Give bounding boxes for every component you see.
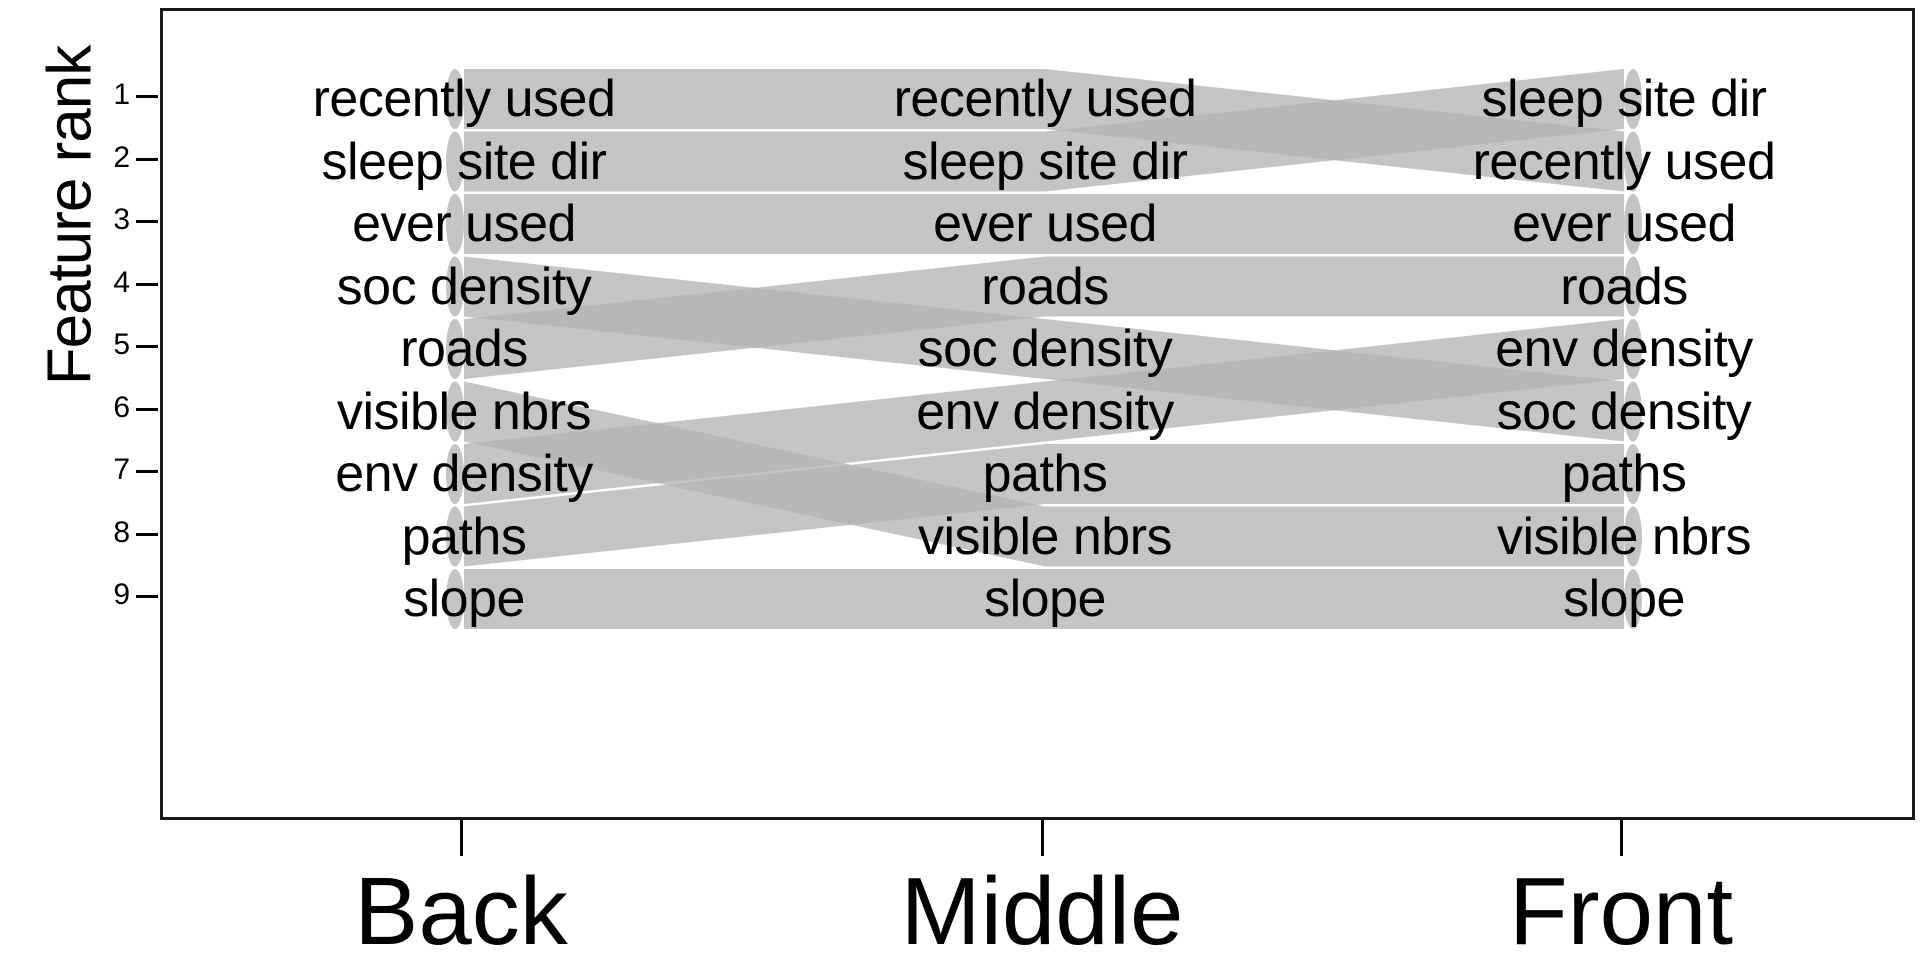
ribbon — [464, 569, 1624, 629]
y-tick-label: 2 — [113, 140, 130, 174]
feature-label: visible nbrs — [1496, 507, 1752, 566]
ribbon-cap — [446, 444, 464, 504]
feature-label: roads — [400, 320, 528, 378]
y-tick-mark — [136, 157, 158, 161]
y-tick-label: 8 — [113, 515, 130, 549]
x-tick-label-middle: Middle — [900, 858, 1184, 965]
feature-label: paths — [982, 445, 1108, 503]
ribbon-cap — [446, 319, 464, 379]
ribbon — [464, 69, 1624, 192]
feature-label: roads — [1560, 257, 1688, 316]
ribbon-cap — [1624, 381, 1642, 442]
ribbon-cap — [446, 194, 464, 254]
feature-label: slope — [403, 570, 525, 628]
ribbon-cap — [446, 569, 464, 629]
y-tick-mark — [136, 470, 158, 473]
feature-label: recently used — [893, 70, 1197, 128]
ribbon-cap — [1624, 444, 1642, 504]
y-tick-mark — [136, 95, 158, 98]
y-tick-label: 4 — [113, 265, 130, 299]
x-tick-label-front: Front — [1508, 858, 1734, 965]
ribbon — [464, 381, 1624, 567]
x-tick-label-back: Back — [354, 858, 568, 965]
ribbon-cap — [446, 381, 464, 442]
ribbon — [464, 194, 1624, 254]
feature-label: sleep site dir — [1481, 70, 1767, 128]
x-tick-mark — [1041, 820, 1044, 856]
feature-label: ever used — [933, 195, 1157, 253]
ribbon-cap — [1624, 319, 1642, 379]
ribbon-cap — [446, 69, 464, 129]
feature-label: soc density — [336, 257, 592, 316]
feature-label: soc density — [917, 320, 1173, 378]
y-tick-mark — [136, 532, 158, 536]
y-tick-mark — [136, 282, 158, 286]
y-tick-label: 5 — [113, 328, 130, 361]
y-tick-mark — [136, 220, 158, 223]
ribbon-cap — [446, 506, 464, 567]
ribbon-cap — [1624, 131, 1642, 192]
feature-label: visible nbrs — [917, 507, 1173, 566]
feature-label: slope — [984, 570, 1106, 628]
ribbon — [464, 319, 1624, 504]
ribbon-cap — [1624, 194, 1642, 254]
y-tick-label: 9 — [113, 578, 130, 611]
feature-label: sleep site dir — [902, 132, 1188, 191]
feature-label: ever used — [1512, 195, 1736, 253]
ribbon-cap — [1624, 506, 1642, 567]
ribbon — [464, 256, 1624, 379]
ribbon-cap — [1624, 569, 1642, 629]
y-tick-label: 1 — [113, 78, 130, 111]
ribbon — [464, 444, 1624, 567]
ribbon — [464, 69, 1624, 192]
y-tick-label: 6 — [113, 390, 130, 424]
y-tick-label: 3 — [113, 203, 130, 236]
ribbon-cap — [1624, 69, 1642, 129]
ribbon-cap — [1624, 256, 1642, 317]
feature-label: paths — [401, 507, 527, 566]
y-tick-mark — [136, 345, 158, 348]
feature-label: sleep site dir — [321, 132, 607, 191]
feature-label: env density — [916, 382, 1174, 441]
x-tick-mark — [460, 820, 463, 856]
ribbon-cap — [446, 256, 464, 317]
feature-label: paths — [1561, 445, 1687, 503]
y-tick-mark — [136, 407, 158, 411]
feature-label: env density — [335, 445, 593, 503]
bump-ribbons — [446, 69, 1642, 629]
feature-label: recently used — [1472, 132, 1776, 191]
ribbon-cap — [446, 131, 464, 192]
x-tick-mark — [1620, 820, 1623, 856]
feature-label: slope — [1563, 570, 1685, 628]
feature-label: env density — [1495, 320, 1753, 378]
y-tick-mark — [136, 595, 158, 598]
feature-label: soc density — [1496, 382, 1752, 441]
feature-label: visible nbrs — [336, 382, 592, 441]
y-tick-label: 7 — [113, 453, 130, 486]
feature-label: ever used — [352, 195, 576, 253]
feature-label: recently used — [312, 70, 616, 128]
feature-label: roads — [981, 257, 1109, 316]
